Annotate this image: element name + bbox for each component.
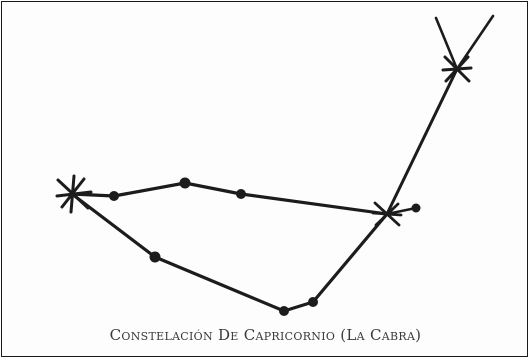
star-dot-bottom-1 <box>279 306 289 316</box>
star-dot-upper-arc-1 <box>109 191 119 201</box>
lower-arc-line <box>70 192 389 313</box>
star-dot-east-tail-tip <box>411 203 421 213</box>
star-marker-horn <box>441 55 473 83</box>
figure-caption: Constelación De Capricornio (La Cabra) <box>109 326 422 344</box>
star-dot-lower-arc-1 <box>149 251 161 263</box>
star-dot-upper-arc-2 <box>179 177 191 189</box>
star-marker-west-cusp <box>55 174 93 214</box>
left-horn-line <box>434 16 459 71</box>
upper-arc-line <box>70 181 389 216</box>
star-dot-bottom-2 <box>308 297 318 307</box>
star-marker-east-cusp <box>371 201 403 227</box>
rising-line <box>385 67 459 216</box>
star-dot-upper-arc-3 <box>236 189 246 199</box>
right-horn-line <box>455 14 495 71</box>
